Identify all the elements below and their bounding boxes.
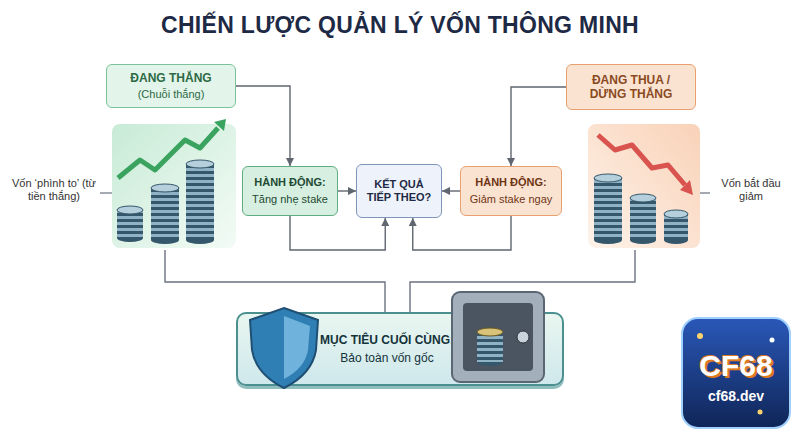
annotation: Vốn ‘phình to’ (từ tiền thắng) [6, 177, 102, 203]
connector [290, 216, 389, 250]
panel-wire [410, 250, 635, 312]
node-body: Tăng nhẹ stake [252, 193, 328, 206]
arrow-head [507, 158, 515, 166]
coin-top [186, 160, 214, 168]
connector [338, 187, 356, 195]
logo-sparkle [758, 410, 763, 415]
logo-sparkle [770, 338, 775, 343]
status-box: ĐANG THUA / DỪNG THẮNG [566, 64, 696, 110]
coin-stack [151, 188, 179, 240]
node-body: (Chuỗi thắng) [138, 88, 205, 101]
action-box: HÀNH ĐỘNG: Giảm stake ngay [460, 166, 562, 216]
logo-text: CF68 [682, 348, 790, 384]
node-heading: MỤC TIÊU CUỐI CÙNG: [320, 333, 454, 347]
connector-line [511, 87, 566, 166]
coin-top [630, 194, 656, 202]
leader-line [700, 192, 710, 193]
win-panel [112, 124, 236, 248]
connector-line [413, 216, 511, 250]
coin-stack [594, 178, 622, 240]
logo-sparkle [697, 333, 703, 339]
coin-top [664, 210, 688, 218]
arrow-head [409, 218, 417, 226]
coin-top [117, 206, 143, 214]
node-heading: ĐANG THUA / DỪNG THẮNG [583, 73, 679, 102]
connector-line [290, 216, 385, 250]
rising-arrow-head [214, 119, 226, 131]
node-heading: KẾT QUẢ TIẾP THEO? [364, 178, 434, 204]
connector [507, 87, 566, 166]
annotation: Vốn bắt đầu giảm [710, 177, 792, 203]
coin-stack [186, 164, 214, 240]
logo-url: cf68.dev [682, 388, 790, 405]
diagram-title: CHIẾN LƯỢC QUẢN LÝ VỐN THÔNG MINH [0, 12, 800, 39]
question-box: KẾT QUẢ TIẾP THEO? [356, 164, 442, 218]
connector [236, 86, 294, 166]
node-body: Giảm stake ngay [470, 193, 553, 206]
loss-panel [588, 124, 700, 248]
connector [442, 187, 460, 195]
node-heading: HÀNH ĐỘNG: [475, 176, 547, 189]
panel-wire [165, 250, 385, 312]
node-heading: ĐANG THẮNG [130, 71, 211, 85]
leader-line [100, 192, 112, 193]
status-box: ĐANG THẮNG (Chuỗi thắng) [106, 64, 236, 108]
arrow-head [381, 218, 389, 226]
falling-arrow-head [680, 180, 693, 195]
coin-top [594, 174, 622, 182]
goal-box: MỤC TIÊU CUỐI CÙNG: Bảo toàn vốn gốc [236, 312, 564, 386]
coin-top [151, 184, 179, 192]
arrow-head [348, 187, 356, 195]
node-body: Bảo toàn vốn gốc [340, 351, 433, 365]
coin-stack [630, 198, 656, 240]
arrow-head [286, 158, 294, 166]
action-box: HÀNH ĐỘNG: Tăng nhẹ stake [242, 166, 338, 216]
connector [409, 216, 511, 250]
node-heading: HÀNH ĐỘNG: [254, 176, 326, 189]
connector-line [236, 86, 290, 166]
logo-badge [682, 318, 790, 428]
arrow-head [442, 187, 450, 195]
